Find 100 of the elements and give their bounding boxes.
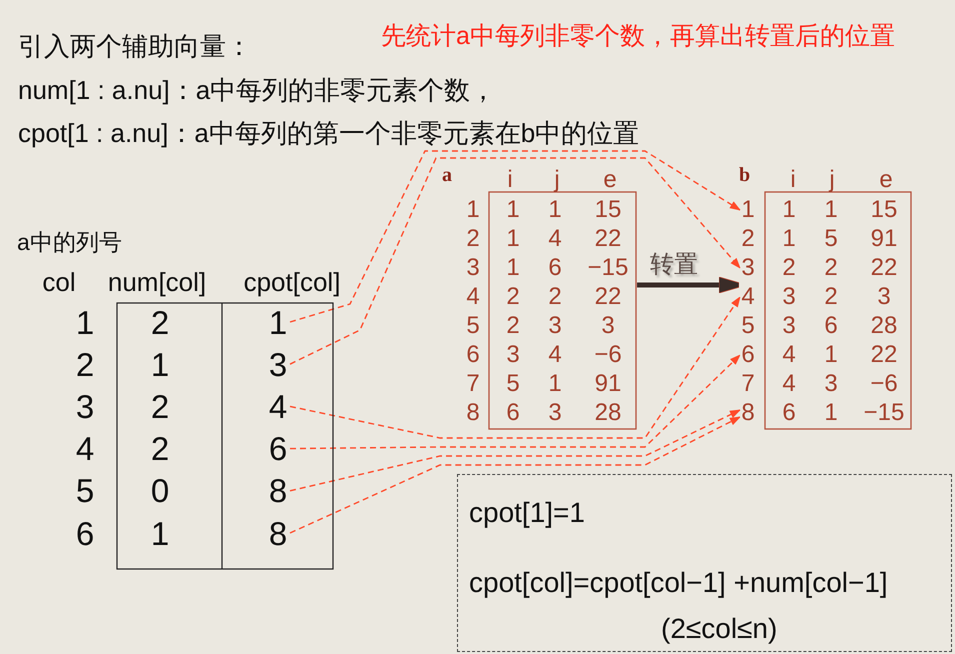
matrix-table <box>739 164 913 430</box>
matrix-value: 1 <box>548 372 562 396</box>
matrix-value: 2 <box>548 285 562 309</box>
column-header: e <box>603 168 617 192</box>
matrix-value: 1 <box>824 343 838 367</box>
matrix-value: 3 <box>877 285 891 309</box>
formula-text: cpot[1]=1 <box>469 499 585 527</box>
matrix-name: b <box>739 165 750 185</box>
row-number: 1 <box>466 198 480 222</box>
row-number: 8 <box>466 401 480 425</box>
row-number: 6 <box>466 343 480 367</box>
matrix-value: −6 <box>870 372 898 396</box>
matrix-value: 5 <box>824 227 838 251</box>
matrix-value: 2 <box>506 285 520 309</box>
matrix-value: 6 <box>824 314 838 338</box>
matrix-value: 3 <box>782 314 796 338</box>
matrix-name: a <box>442 165 452 185</box>
column-header: num[col] <box>108 269 206 295</box>
matrix-value: 1 <box>506 256 520 280</box>
matrix-value: 6 <box>506 401 520 425</box>
matrix-value: 4 <box>548 227 562 251</box>
matrix-value: 5 <box>506 372 520 396</box>
formula-text: cpot[col]=cpot[col−1] +num[col−1] <box>469 569 888 597</box>
column-header: e <box>879 168 893 192</box>
matrix-value: 3 <box>548 314 562 338</box>
matrix-value: 2 <box>824 256 838 280</box>
intro-text: 引入两个辅助向量： <box>18 33 252 59</box>
row-number: 6 <box>740 343 756 367</box>
matrix-value: 1 <box>506 198 520 222</box>
pointer-value: 1 <box>266 306 290 338</box>
count-value: 2 <box>150 390 170 423</box>
matrix-value: 15 <box>870 198 898 222</box>
matrix-value: 4 <box>782 372 796 396</box>
pointer-value: 8 <box>266 474 290 508</box>
matrix-value: 15 <box>594 198 622 222</box>
formula-text: (2≤col≤n) <box>661 615 778 643</box>
column-header: j <box>554 168 560 192</box>
column-index: 6 <box>76 516 94 550</box>
pointer-value: 4 <box>266 390 290 423</box>
matrix-value: 3 <box>601 314 615 338</box>
matrix-value: 4 <box>548 343 562 367</box>
matrix-value: 3 <box>548 401 562 425</box>
matrix-value: 1 <box>782 198 796 222</box>
column-index: 4 <box>76 432 94 466</box>
column-index: 5 <box>76 474 94 508</box>
matrix-value: 1 <box>506 227 520 251</box>
column-header: j <box>829 168 835 192</box>
matrix-value: 91 <box>870 227 898 251</box>
column-header: col <box>42 269 76 295</box>
matrix-value: 2 <box>782 256 796 280</box>
note-text: 先统计a中每列非零个数，再算出转置后的位置 <box>381 24 895 48</box>
formula-box <box>457 474 952 652</box>
matrix-value: 6 <box>782 401 796 425</box>
column-header: i <box>790 168 796 192</box>
row-number: 1 <box>740 198 756 222</box>
row-number: 4 <box>466 285 480 309</box>
matrix-value: 3 <box>506 343 520 367</box>
matrix-value: 1 <box>782 227 796 251</box>
row-number: 2 <box>466 227 480 251</box>
matrix-value: −15 <box>864 401 904 425</box>
row-number: 7 <box>740 372 756 396</box>
row-number: 5 <box>466 314 480 338</box>
matrix-value: 3 <box>782 285 796 309</box>
matrix-value: 2 <box>824 285 838 309</box>
pointer-value: 3 <box>266 348 290 381</box>
count-value: 1 <box>150 348 170 381</box>
matrix-value: 91 <box>594 372 622 396</box>
row-number: 3 <box>740 256 756 280</box>
definition-text: num[1 : a.nu]：a中每列的非零元素个数， <box>18 77 496 103</box>
pointer-value: 8 <box>266 516 290 550</box>
row-number: 8 <box>740 401 756 425</box>
count-value: 2 <box>150 306 170 338</box>
matrix-value: 2 <box>506 314 520 338</box>
row-number: 4 <box>740 285 756 309</box>
caption-text: a中的列号 <box>17 230 122 254</box>
matrix-value: −6 <box>594 343 622 367</box>
matrix-value: 6 <box>548 256 562 280</box>
edge-label: 转置 <box>650 253 698 277</box>
pointer-value: 6 <box>266 432 290 466</box>
column-header: i <box>507 168 513 192</box>
column-index: 3 <box>76 390 94 423</box>
matrix-value: 4 <box>782 343 796 367</box>
column-index: 1 <box>76 306 94 338</box>
matrix-value: 28 <box>594 401 622 425</box>
definition-text: cpot[1 : a.nu]：a中每列的第一个非零元素在b中的位置 <box>18 120 640 146</box>
matrix-value: −15 <box>588 256 628 280</box>
matrix-value: 22 <box>870 256 898 280</box>
matrix-value: 28 <box>870 314 898 338</box>
row-number: 5 <box>740 314 756 338</box>
column-header: cpot[col] <box>244 269 340 295</box>
row-number: 2 <box>740 227 756 251</box>
matrix-value: 1 <box>548 198 562 222</box>
matrix-value: 3 <box>824 372 838 396</box>
count-value: 2 <box>150 432 170 466</box>
matrix-value: 1 <box>824 401 838 425</box>
matrix-value: 22 <box>594 285 622 309</box>
matrix-value: 1 <box>824 198 838 222</box>
count-value: 0 <box>150 474 170 508</box>
matrix-value: 22 <box>594 227 622 251</box>
row-number: 3 <box>466 256 480 280</box>
